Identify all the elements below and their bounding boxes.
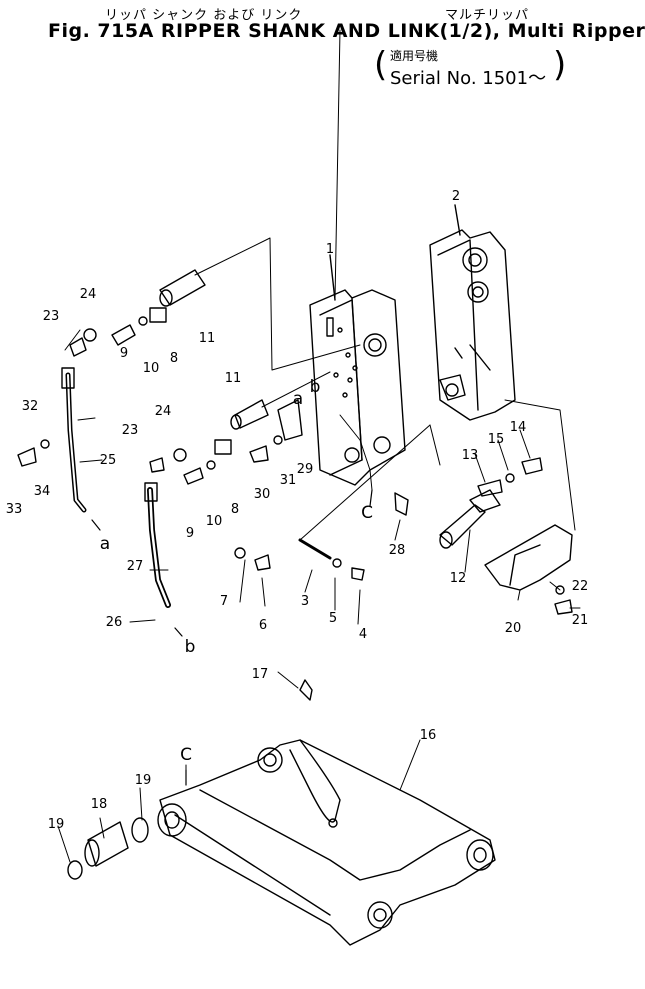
link-part-16: [157, 739, 496, 946]
callout-13: 13: [462, 448, 479, 463]
right-paren: ): [553, 45, 567, 85]
callout-20: 20: [505, 621, 522, 636]
callout-10a: 10: [143, 361, 160, 376]
callout-34: 34: [34, 484, 51, 499]
callout-10b: 10: [206, 514, 223, 529]
callout-18: 18: [91, 797, 108, 812]
callout-5: 5: [329, 611, 337, 626]
callout-30: 30: [254, 487, 271, 502]
callout-9a: 9: [120, 346, 128, 361]
shank-part-2: [429, 204, 516, 421]
small-parts: [17, 269, 573, 880]
callout-22: 22: [572, 579, 589, 594]
hose-part-25: [61, 367, 87, 513]
callout-14: 14: [510, 420, 527, 435]
callout-28: 28: [389, 543, 406, 558]
leader-lines: [57, 29, 581, 863]
callout-19a: 19: [48, 817, 65, 832]
reference-arrows: [91, 489, 373, 786]
callout-31: 31: [280, 473, 297, 488]
callout-23a: 23: [43, 309, 60, 324]
exploded-parts-diagram: 1 2 3 4 5 6 7 8 8 9 9 10 10 11 11 12 13 …: [6, 29, 589, 946]
applicability-label: 適用号機: [390, 49, 439, 63]
shank-part-1: [309, 254, 406, 486]
ref-a-shank: a: [293, 389, 303, 409]
cover-part-20: [484, 524, 573, 591]
callout-2: 2: [452, 189, 460, 204]
japanese-multi-ripper: マルチリッパ: [445, 8, 530, 23]
figure-title: Fig. 715A RIPPER SHANK AND LINK(1/2), Mu…: [48, 20, 645, 42]
callout-17: 17: [252, 667, 269, 682]
callout-11b: 11: [225, 371, 242, 386]
callout-8a: 8: [170, 351, 178, 366]
ref-a-hose: a: [100, 534, 110, 554]
callout-33: 33: [6, 502, 23, 517]
callout-3: 3: [301, 594, 309, 609]
callout-29: 29: [297, 462, 314, 477]
left-paren: (: [374, 45, 388, 85]
callout-16: 16: [420, 728, 437, 743]
callout-19b: 19: [135, 773, 152, 788]
ref-b-shank: b: [310, 377, 321, 397]
callout-24a: 24: [80, 287, 97, 302]
ref-c-shank: C: [361, 503, 373, 523]
ref-b-hose: b: [185, 637, 196, 657]
callout-12: 12: [450, 571, 467, 586]
callout-32: 32: [22, 399, 39, 414]
pin-part-12: [439, 489, 501, 549]
japanese-title: リッパ シャンク および リンク: [105, 8, 303, 23]
callout-23b: 23: [122, 423, 139, 438]
callout-21: 21: [572, 613, 589, 628]
serial-range: Serial No. 1501～: [390, 68, 547, 89]
callout-26: 26: [106, 615, 123, 630]
callout-25: 25: [100, 453, 117, 468]
ref-c-link: C: [180, 745, 192, 765]
callout-24b: 24: [155, 404, 172, 419]
callout-1: 1: [326, 242, 334, 257]
callout-4: 4: [359, 627, 367, 642]
callout-7: 7: [220, 594, 228, 609]
hose-part-27: [144, 482, 171, 608]
callout-labels: 1 2 3 4 5 6 7 8 8 9 9 10 10 11 11 12 13 …: [6, 189, 589, 832]
callout-27: 27: [127, 559, 144, 574]
callout-8b: 8: [231, 502, 239, 517]
callout-6: 6: [259, 618, 267, 633]
callout-15: 15: [488, 432, 505, 447]
callout-11a: 11: [199, 331, 216, 346]
reference-letters: a a b b C C: [100, 377, 373, 765]
callout-9b: 9: [186, 526, 194, 541]
